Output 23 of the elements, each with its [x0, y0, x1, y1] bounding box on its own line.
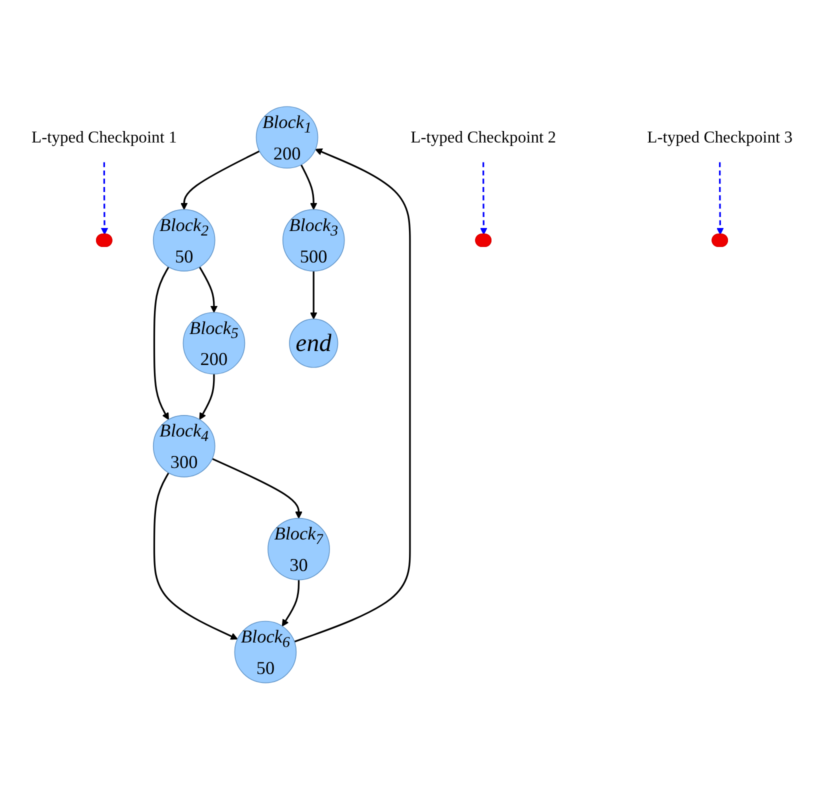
node-circle: Block$_{4}$ 300	[152, 414, 216, 478]
arrow	[212, 458, 302, 518]
arrow	[153, 266, 170, 420]
arrow	[153, 472, 238, 640]
arrow	[716, 162, 724, 235]
arrow	[198, 266, 218, 313]
arrow	[180, 150, 260, 210]
node-circle: Block$_{2}$ 50	[152, 208, 216, 272]
node-circle: end	[289, 318, 338, 368]
node-circle: Block$_{1}$ 200	[256, 106, 318, 168]
arrow	[480, 162, 488, 235]
node-text: L-typed Checkpoint 1	[31, 128, 177, 146]
node-circle: Block$_{3}$ 500	[282, 208, 345, 272]
arrow	[100, 162, 108, 235]
arrow	[282, 580, 300, 626]
arrow	[300, 164, 318, 210]
arrow	[294, 148, 411, 642]
node-text: L-typed Checkpoint 2	[410, 128, 556, 146]
arrow	[310, 270, 318, 320]
node-circle: Block$_{6}$ 50	[234, 620, 297, 683]
node-circle: Block$_{5}$ 200	[182, 312, 246, 374]
arrow	[199, 374, 215, 420]
node-text: L-typed Checkpoint 3	[647, 128, 793, 146]
